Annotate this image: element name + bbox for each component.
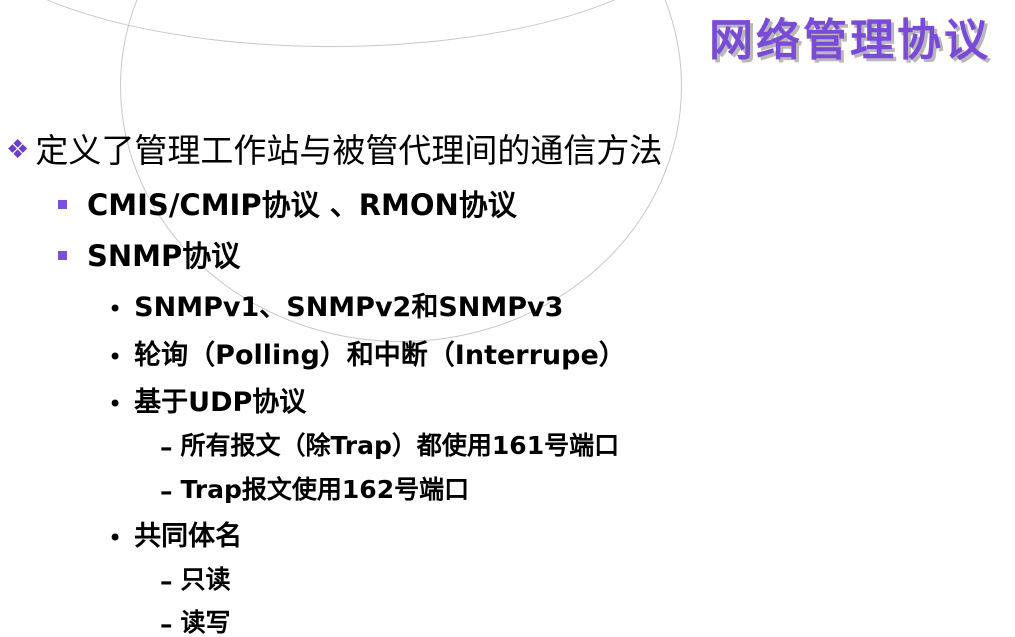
bullet-text: CMIS/CMIP协议 、RMON协议 — [87, 188, 517, 222]
bullet-item-6: • 基于UDP协议 — [108, 380, 306, 419]
bullet-item-3: SNMP协议 — [58, 233, 240, 275]
dot-bullet-icon: • — [108, 342, 123, 371]
bullet-text: 定义了管理工作站与被管代理间的通信方法 — [35, 131, 663, 170]
bullet-item-5: • 轮询（Polling）和中断（Interrupe） — [108, 333, 626, 372]
background-arc-top — [0, 0, 702, 47]
bullet-text: 轮询（Polling）和中断（Interrupe） — [134, 340, 626, 371]
bullet-text: 共同体名 — [134, 521, 243, 552]
bullet-item-8: –Trap报文使用162号端口 — [160, 470, 469, 506]
bullet-text: 只读 — [180, 565, 231, 594]
dot-bullet-icon: • — [108, 389, 123, 418]
dash-bullet-icon: – — [160, 432, 173, 462]
slide-title: 网络管理协议 — [709, 15, 991, 66]
dash-bullet-icon: – — [160, 566, 173, 596]
bullet-item-2: CMIS/CMIP协议 、RMON协议 — [58, 182, 517, 224]
bullet-text: Trap报文使用162号端口 — [180, 475, 470, 504]
bullet-item-9: • 共同体名 — [108, 514, 242, 553]
bullet-item-10: –只读 — [160, 560, 231, 596]
bullet-text: SNMPv1、SNMPv2和SNMPv3 — [134, 292, 564, 323]
dot-bullet-icon: • — [108, 523, 123, 552]
bullet-item-1: ❖定义了管理工作站与被管代理间的通信方法 — [6, 124, 662, 172]
bullet-item-11: –读写 — [160, 603, 231, 637]
square-bullet-icon — [58, 250, 67, 260]
dash-bullet-icon: – — [160, 609, 173, 637]
bullet-text: 基于UDP协议 — [134, 387, 307, 418]
diamond-bullet-icon: ❖ — [6, 135, 30, 165]
bullet-item-4: • SNMPv1、SNMPv2和SNMPv3 — [108, 285, 563, 324]
bullet-text: 所有报文（除Trap）都使用161号端口 — [180, 431, 620, 460]
bullet-item-7: –所有报文（除Trap）都使用161号端口 — [160, 426, 619, 462]
bullet-text: SNMP协议 — [87, 239, 241, 273]
square-bullet-icon — [58, 199, 67, 209]
dash-bullet-icon: – — [160, 476, 173, 506]
bullet-text: 读写 — [180, 608, 231, 637]
dot-bullet-icon: • — [108, 294, 123, 323]
